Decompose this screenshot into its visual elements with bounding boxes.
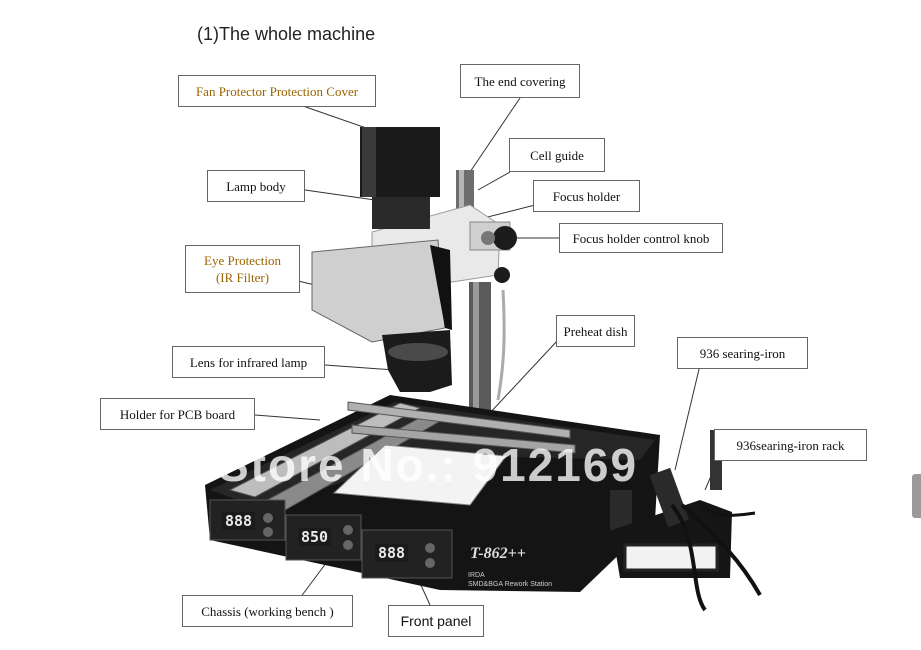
callout-chassis: Chassis (working bench ) <box>182 595 353 627</box>
station-line-2: SMD&BGA Rework Station <box>468 581 553 588</box>
callout-focus-knob: Focus holder control knob <box>559 223 723 253</box>
callout-end-covering-text: The end covering <box>474 73 566 89</box>
callout-cell-guide: Cell guide <box>509 138 605 172</box>
model-badge: T-862++ <box>470 545 526 562</box>
callout-cell-guide-text: Cell guide <box>530 147 584 163</box>
callout-fan-cover-text: Fan Protector Protection Cover <box>195 83 359 99</box>
callout-lens: Lens for infrared lamp <box>172 346 325 378</box>
callout-front-panel-text: Front panel <box>400 612 472 629</box>
station-line-1: IRDA <box>468 572 485 579</box>
side-scroll-tab[interactable] <box>912 474 921 518</box>
callout-iron: 936 searing-iron <box>677 337 808 369</box>
callout-eye-protection: Eye Protection (IR Filter) <box>185 245 300 293</box>
leader-lines <box>254 97 721 606</box>
callout-holder-pcb-text: Holder for PCB board <box>119 406 236 422</box>
callout-focus-holder-text: Focus holder <box>552 188 621 204</box>
callout-front-panel: Front panel <box>388 605 484 637</box>
callout-eye-protection-line2: (IR Filter) <box>215 270 270 285</box>
callout-end-covering: The end covering <box>460 64 580 98</box>
callout-focus-knob-text: Focus holder control knob <box>572 230 710 246</box>
display-2: 850 <box>298 528 332 546</box>
callout-focus-holder: Focus holder <box>533 180 640 212</box>
callout-holder-pcb: Holder for PCB board <box>100 398 255 430</box>
callout-lamp-body: Lamp body <box>207 170 305 202</box>
callout-eye-protection-line1: Eye Protection <box>204 253 281 268</box>
diagram-title: (1)The whole machine <box>197 24 376 44</box>
callout-lens-text: Lens for infrared lamp <box>189 354 308 370</box>
display-3: 888 <box>375 544 409 562</box>
store-watermark: Store No.: 912169 <box>218 439 639 491</box>
callout-iron-rack: 936searing-iron rack <box>714 429 867 461</box>
display-1: 888 <box>222 512 256 530</box>
callout-preheat-dish: Preheat dish <box>556 315 635 347</box>
callout-iron-text: 936 searing-iron <box>699 345 786 361</box>
callout-lamp-body-text: Lamp body <box>226 178 286 194</box>
callout-fan-cover: Fan Protector Protection Cover <box>178 75 376 107</box>
callout-iron-rack-text: 936searing-iron rack <box>736 437 845 453</box>
callout-preheat-dish-text: Preheat dish <box>563 323 628 339</box>
callout-chassis-text: Chassis (working bench ) <box>201 603 334 619</box>
